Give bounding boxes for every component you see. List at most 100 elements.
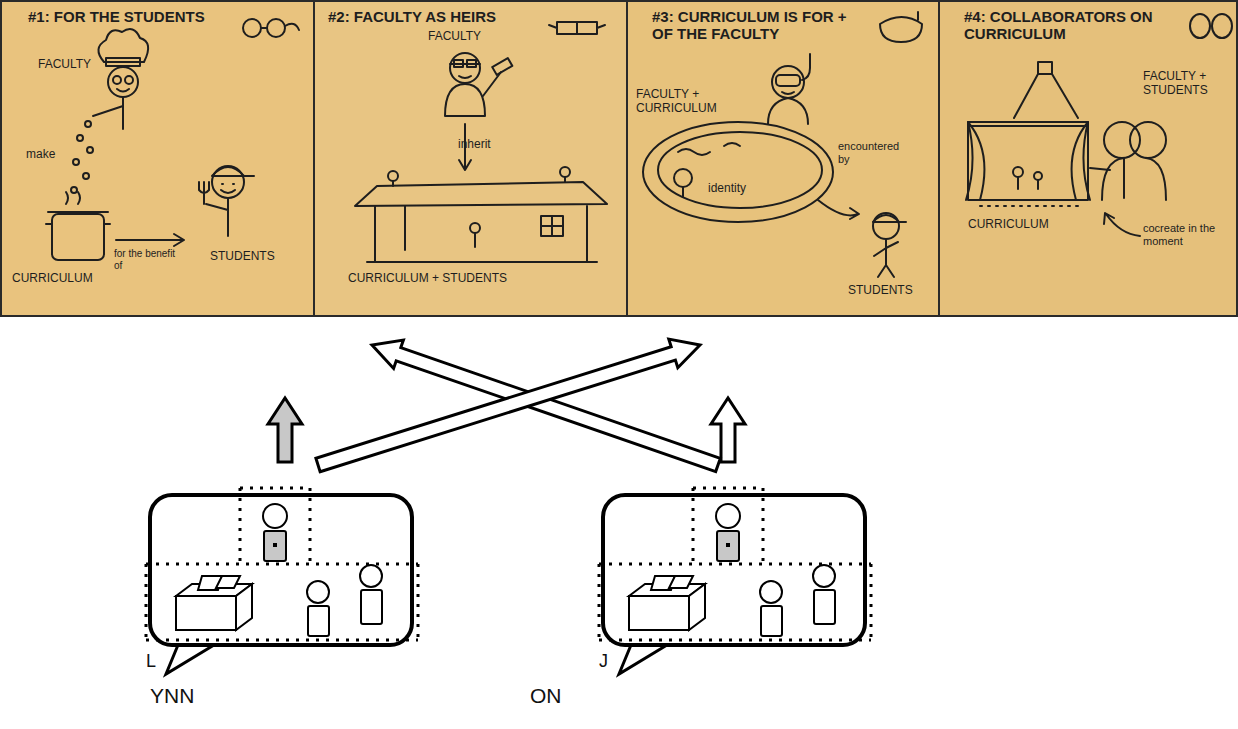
sketch-stroke [388,171,398,181]
sketch-stroke [361,590,382,624]
sketch-stroke [360,565,382,587]
sketch-stroke [726,543,730,547]
sketch-stroke [77,135,83,141]
sketch-stroke [1102,158,1166,200]
sketch-stroke [966,122,1090,200]
sketch-stroke [874,239,898,277]
sketch-label: FACULTY + CURRICULUM [636,88,736,116]
sketch-stroke [980,205,1080,207]
sketch-label: FACULTY [428,30,481,44]
sketch-stroke [1034,172,1042,180]
sketch-label: CURRICULUM [968,218,1049,232]
sketch-label: CURRICULUM [12,272,93,286]
sketch-stroke [66,192,80,204]
sketch-stroke [492,58,512,75]
speech-bubble-scene [146,488,418,674]
panel-title: #4: COLLABORATORS ON CURRICULUM [964,8,1169,43]
sketch-label: FACULTY + STUDENTS [1143,70,1231,98]
stage-sketch [966,14,1232,236]
bath-sketch [643,12,922,277]
sketch-stroke [264,531,286,561]
sketch-stroke [146,488,418,640]
sketch-stroke [483,72,501,96]
chef-sketch [46,19,299,260]
sketch-stroke [117,89,129,92]
sketch-stroke [560,167,570,177]
sketch-stroke [221,184,235,193]
panel-title: #1: FOR THE STUDENTS [28,8,205,25]
sketch-stroke [1104,213,1140,236]
sketch-stroke [470,223,480,233]
sketch-stroke [689,584,705,630]
sketch-stroke [761,606,782,636]
sketch-stroke [116,234,184,246]
group-label: YNN [150,684,194,707]
sketch-stroke [772,66,804,98]
sketch-stroke [629,565,835,636]
sketch-stroke [873,213,899,239]
sketch-stroke [619,645,667,674]
sketch-stroke [308,606,329,636]
sketch-stroke [643,122,833,222]
sketch-stroke [212,167,254,176]
sketch-stroke [273,543,277,547]
sketch-stroke [873,215,906,222]
sticky-note-paper [315,2,626,315]
sketch-stroke [782,92,794,94]
photo-frame [0,0,1238,317]
sticky-note-paper [628,2,938,315]
sketch-stroke [467,60,476,67]
sketch-stroke [1130,122,1166,158]
sketch-stroke [669,576,693,588]
sketch-stroke [564,177,566,182]
sketch-stroke [367,206,597,262]
sketch-stroke [603,495,865,645]
sketch-stroke [474,233,476,247]
speech-bubble-scene [599,488,871,674]
sketch-stroke [268,398,302,462]
panel-title: #3: CURRICULUM IS FOR + OF THE FACULTY [652,8,852,43]
annotation-letter: J [599,652,608,672]
sketch-stroke [355,182,607,206]
sketch-stroke [216,576,240,588]
sketch-stroke [113,76,121,84]
sketch-stroke [658,132,822,208]
sketch-stroke [674,169,692,187]
sketch-stroke [459,76,471,78]
sketch-label: for the benefit of [114,248,178,271]
sketch-stroke [711,398,745,462]
sketch-stroke [1038,62,1052,74]
sticky-note: #1: FOR THE STUDENTSFACULTYmakeCURRICULU… [2,2,313,315]
sketch-stroke [814,590,835,624]
sketch-stroke [629,596,689,630]
sticky-note-paper [2,2,313,315]
sketch-stroke [263,504,287,528]
sketch-label: CURRICULUM + STUDENTS [348,272,507,286]
sketch-stroke [236,584,252,630]
sketch-label: identity [708,182,746,196]
heir-sketch [355,22,607,262]
sketch-stroke [176,565,382,636]
sketch-stroke [93,97,123,129]
sketch-stroke [199,182,228,236]
sketch-label: encountered by [838,140,910,165]
sketch-stroke [243,19,261,37]
sketch-stroke [1017,177,1019,189]
sketch-stroke [125,76,133,84]
group-label: ON [530,684,562,707]
sketch-stroke [87,147,93,153]
sketch-label: cocreate in the moment [1143,222,1227,247]
sketch-stroke [716,504,740,528]
sketch-stroke [73,159,79,165]
sketch-stroke [1090,168,1110,170]
sticky-note: #3: CURRICULUM IS FOR + OF THE FACULTY FA… [628,2,938,315]
sketch-stroke [150,495,412,645]
sketch-stroke [776,75,800,86]
sketch-label: STUDENTS [210,250,275,264]
sketch-stroke [316,339,700,472]
panel-title: #2: FACULTY AS HEIRS [328,8,496,25]
sketch-stroke [717,531,739,561]
sketch-stroke [1037,180,1039,189]
sticky-note-paper [940,2,1236,315]
